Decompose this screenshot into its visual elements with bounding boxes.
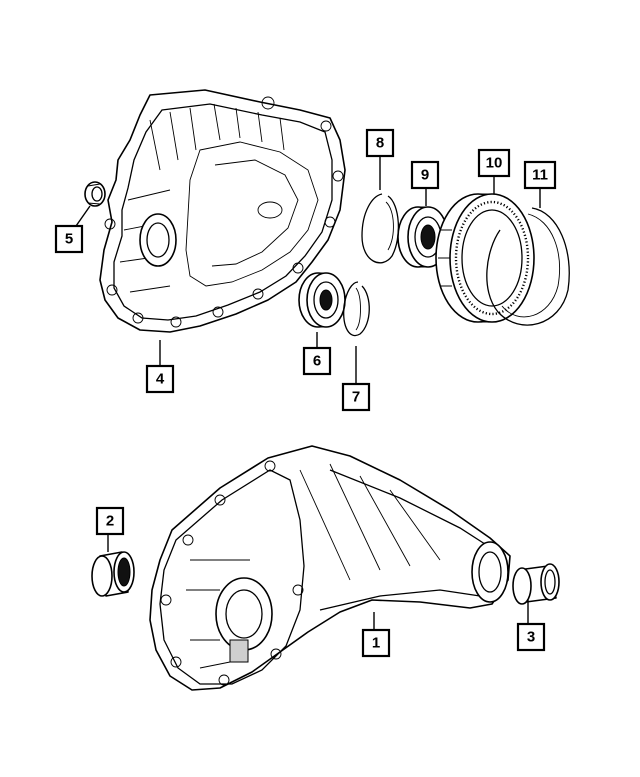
- callout-label: 2: [106, 513, 114, 530]
- ring-gear-icon[interactable]: [435, 193, 535, 323]
- callout-label: 7: [352, 389, 360, 406]
- callout-label: 3: [527, 629, 535, 646]
- callout-label: 1: [372, 635, 380, 652]
- callout-11[interactable]: 11: [523, 160, 557, 190]
- callout-label: 10: [486, 155, 503, 172]
- callout-5[interactable]: 5: [54, 224, 84, 254]
- callout-label: 9: [421, 167, 429, 184]
- callout-4[interactable]: 4: [145, 364, 175, 394]
- rear-transfer-case-housing-icon[interactable]: [149, 445, 511, 691]
- callout-2[interactable]: 2: [95, 506, 125, 536]
- callout-label: 5: [65, 231, 73, 248]
- oil-seal-icon[interactable]: [84, 181, 106, 207]
- ball-bearing-icon[interactable]: [298, 272, 346, 328]
- callout-3[interactable]: 3: [516, 622, 546, 652]
- needle-bearing-icon[interactable]: [91, 551, 135, 597]
- callout-10[interactable]: 10: [477, 148, 511, 178]
- callout-7[interactable]: 7: [341, 382, 371, 412]
- callout-9[interactable]: 9: [410, 160, 440, 190]
- snap-ring-icon[interactable]: [361, 193, 400, 264]
- callout-8[interactable]: 8: [365, 128, 395, 158]
- callout-label: 4: [156, 371, 165, 388]
- callout-label: 6: [313, 353, 321, 370]
- callout-1[interactable]: 1: [361, 628, 391, 658]
- callout-label: 8: [376, 135, 384, 152]
- callout-6[interactable]: 6: [302, 346, 332, 376]
- snap-ring-icon[interactable]: [343, 281, 370, 337]
- callout-label: 11: [532, 167, 548, 184]
- front-transfer-case-housing-icon[interactable]: [99, 89, 346, 333]
- bushing-icon[interactable]: [512, 563, 560, 605]
- snap-ring-icon[interactable]: [486, 207, 570, 326]
